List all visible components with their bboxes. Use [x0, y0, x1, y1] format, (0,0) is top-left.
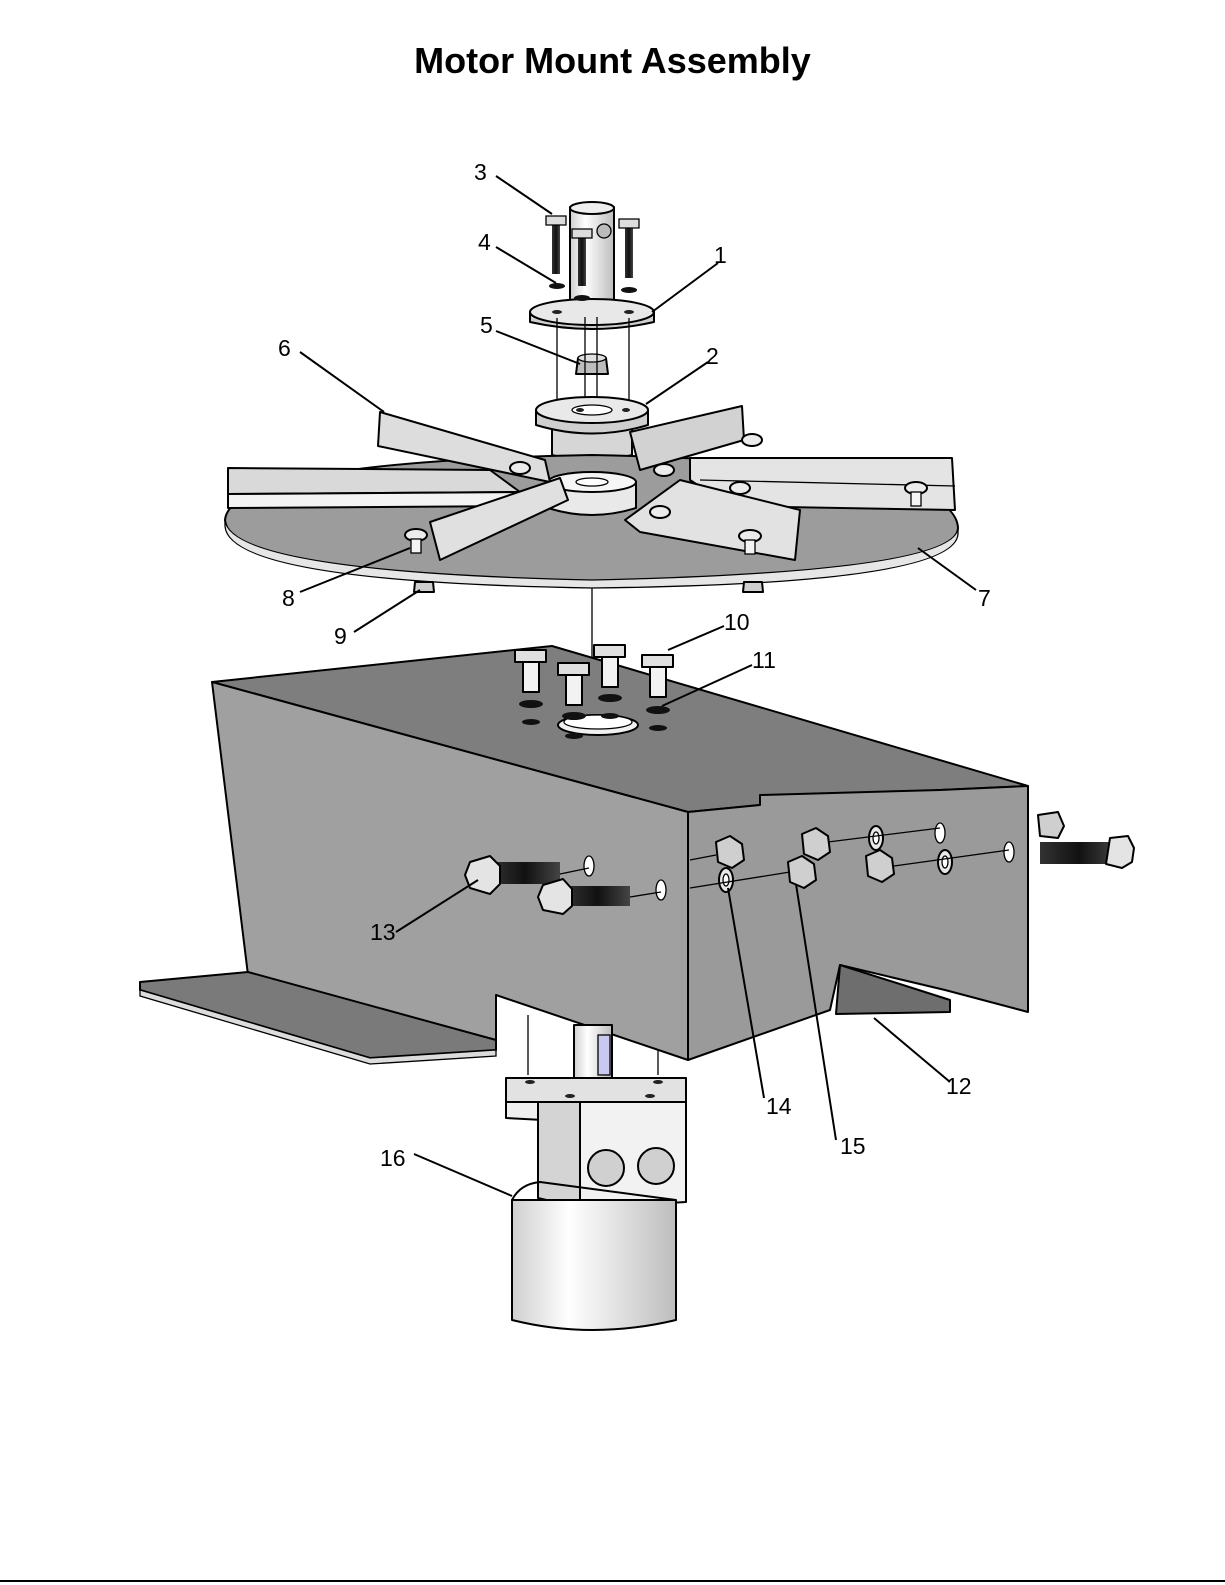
hydraulic-motor	[506, 1025, 686, 1330]
callout-2: 2	[706, 343, 719, 369]
callout-3: 3	[474, 159, 487, 185]
side-hex-bolt	[1038, 812, 1134, 868]
callout-6: 6	[278, 335, 291, 361]
callout-4: 4	[478, 229, 491, 255]
callout-12: 12	[946, 1073, 972, 1099]
callout-14: 14	[766, 1093, 792, 1119]
callout-7: 7	[978, 585, 991, 611]
shaft-flange	[530, 299, 654, 329]
hex-nut	[576, 354, 608, 374]
hub-collar	[536, 397, 648, 461]
bottom-rule	[0, 1580, 1225, 1582]
mount-frame	[140, 646, 1028, 1064]
callout-15: 15	[840, 1133, 866, 1159]
callout-11: 11	[752, 647, 776, 673]
callout-9: 9	[334, 623, 347, 649]
callout-1: 1	[714, 242, 727, 268]
callout-8: 8	[282, 585, 295, 611]
callout-16: 16	[380, 1145, 406, 1171]
callout-13: 13	[370, 919, 396, 945]
flange-bolt	[546, 216, 566, 274]
callout-5: 5	[480, 312, 493, 338]
callout-10: 10	[724, 609, 750, 635]
flange-bolt	[619, 219, 639, 278]
